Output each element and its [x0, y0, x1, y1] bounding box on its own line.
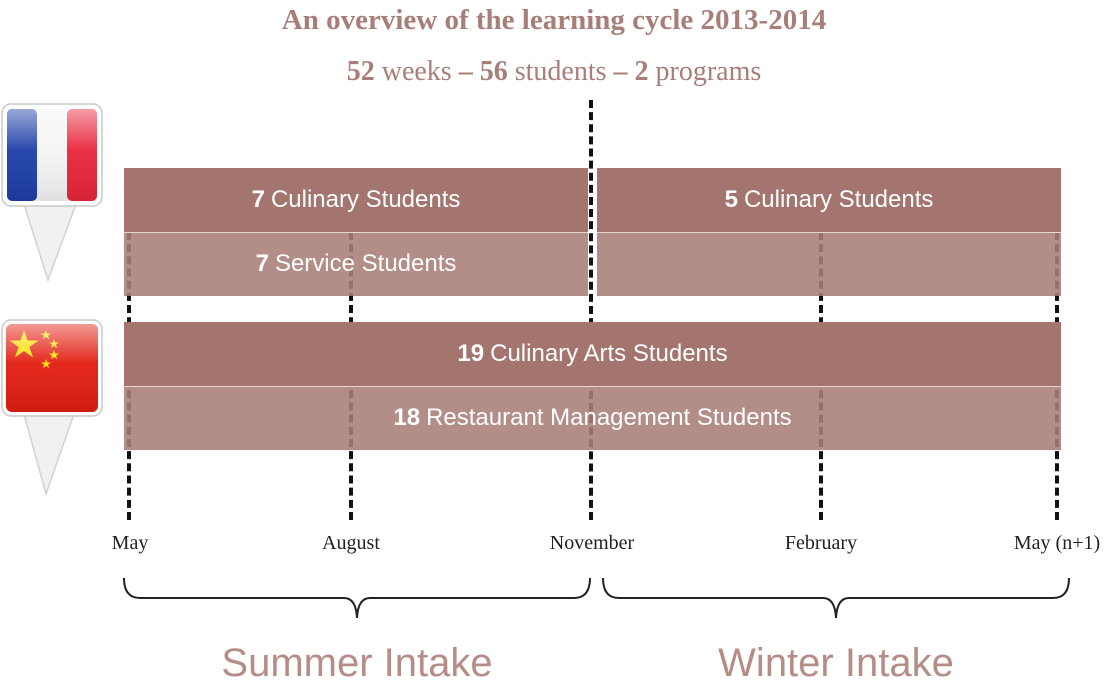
china-flag-pin-icon	[1, 319, 103, 497]
band-label: Culinary Arts Students	[490, 340, 728, 367]
band-france-summer-service: 7 Service Students	[124, 232, 588, 296]
separator: –	[458, 56, 473, 87]
summer-brace	[123, 577, 591, 619]
separator: –	[613, 56, 628, 87]
programs-label: programs	[655, 56, 762, 87]
month-label-may: May	[111, 532, 149, 554]
band-france-winter-empty	[597, 232, 1061, 296]
band-china-culinary-arts: 19 Culinary Arts Students	[124, 322, 1061, 386]
band-label: Culinary Students	[743, 186, 934, 213]
page-title: An overview of the learning cycle 2013-2…	[281, 4, 827, 36]
timeline-marker-november	[589, 100, 593, 520]
intake-braces	[123, 577, 1070, 619]
band-france-summer-culinary: 7 Culinary Students	[124, 168, 588, 232]
month-label-august: August	[322, 532, 380, 554]
france-flag-pin-icon	[1, 103, 103, 283]
students-label: students	[514, 56, 607, 87]
band-label: Restaurant Management Students	[426, 404, 792, 431]
winter-intake-label: Winter Intake	[718, 641, 954, 685]
month-label-may-next: May (n+1)	[1013, 532, 1101, 554]
band-count: 5	[724, 186, 738, 213]
band-count: 19	[457, 340, 485, 367]
band-china-restaurant-management: 18 Restaurant Management Students	[124, 386, 1061, 450]
band-divider	[124, 386, 1061, 387]
band-divider	[124, 232, 588, 233]
weeks-count: 52	[346, 56, 375, 87]
winter-brace	[602, 577, 1070, 619]
band-label: Service Students	[274, 250, 457, 277]
page-subtitle: 52 weeks – 56 students – 2 programs	[0, 56, 1108, 88]
month-label-february: February	[784, 532, 858, 554]
weeks-label: weeks	[381, 56, 452, 87]
students-count: 56	[479, 56, 508, 87]
band-count: 7	[251, 186, 265, 213]
summer-intake-label: Summer Intake	[221, 641, 493, 685]
band-count: 18	[393, 404, 421, 431]
month-label-november: November	[549, 532, 635, 554]
band-france-winter-culinary: 5 Culinary Students	[597, 168, 1061, 232]
band-label: Culinary Students	[270, 186, 461, 213]
band-divider	[597, 232, 1061, 233]
band-count: 7	[255, 250, 269, 277]
programs-count: 2	[634, 56, 649, 87]
